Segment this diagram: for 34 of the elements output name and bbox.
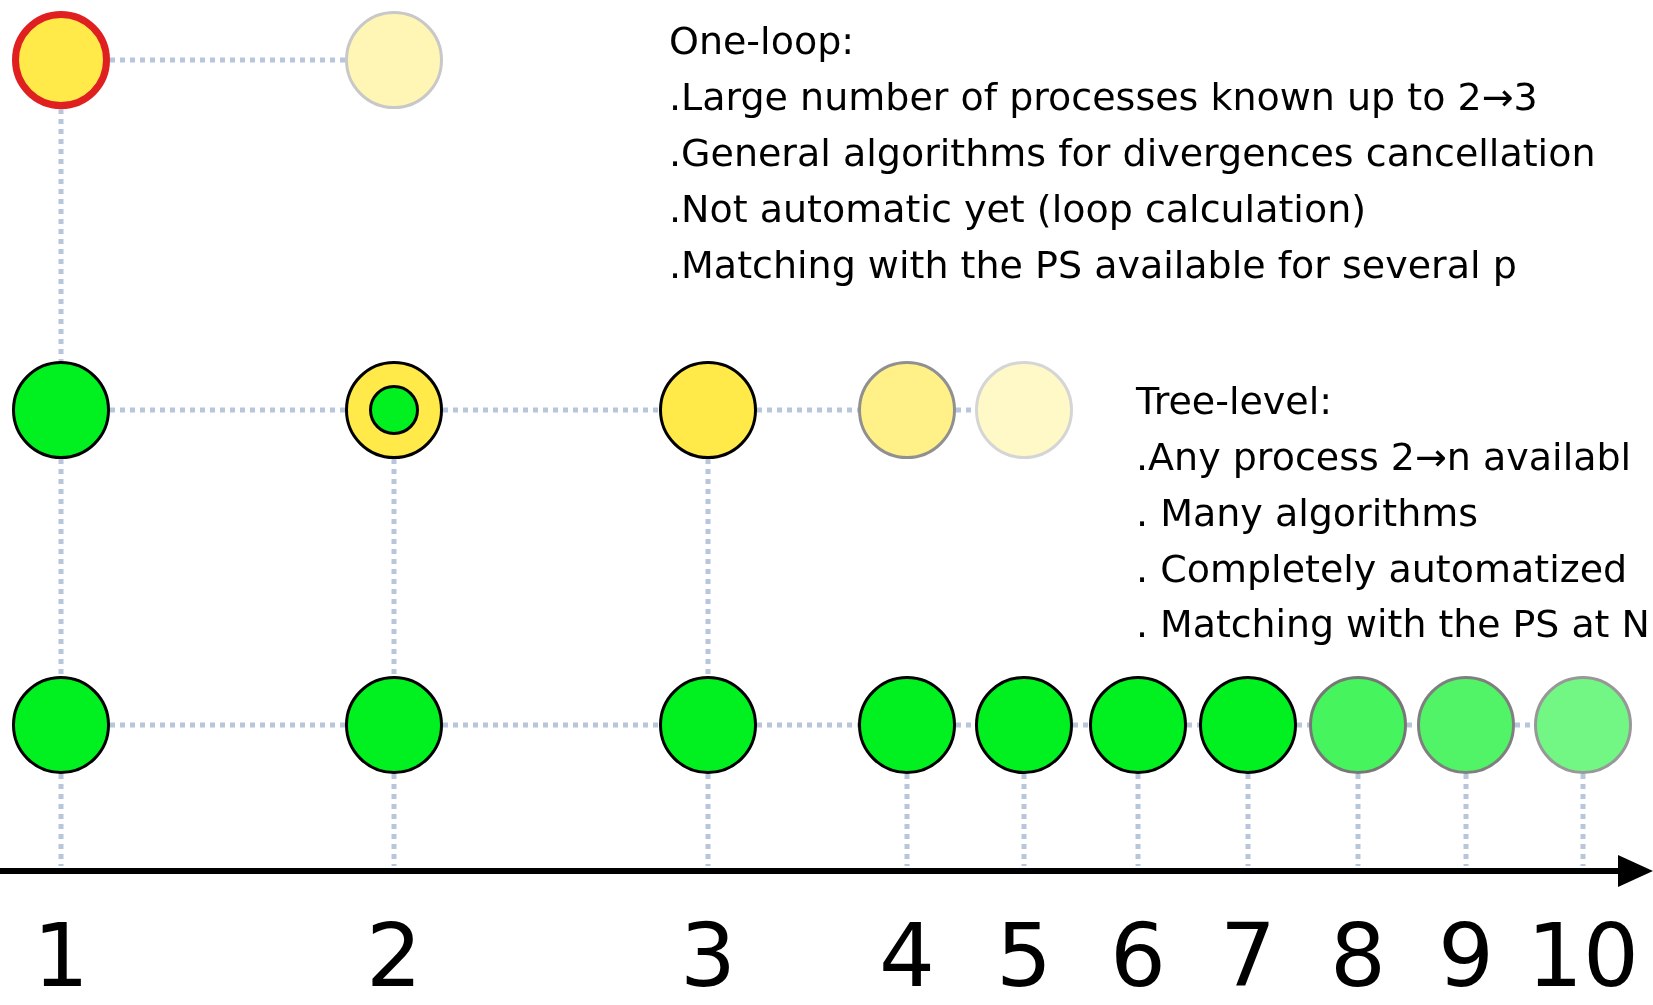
dotted-line — [443, 407, 659, 413]
circle-marker — [369, 385, 419, 435]
bullet-text: .General algorithms for divergences cancellation — [669, 134, 1596, 172]
dotted-line — [110, 722, 345, 728]
dotted-line — [1187, 722, 1199, 728]
dotted-line — [757, 407, 858, 413]
dotted-line — [443, 722, 659, 728]
axis-tick-label: 5 — [996, 912, 1052, 1000]
bullet-text: .Any process 2→n availabl — [1136, 438, 1632, 476]
bullet-text: . Completely automatized — [1136, 550, 1628, 588]
axis-tick-label: 1 — [33, 912, 89, 1000]
axis-tick-label: 2 — [366, 912, 422, 1000]
axis-tick-label: 9 — [1438, 912, 1494, 1000]
axis-tick-label: 8 — [1330, 912, 1386, 1000]
axis-tick-label: 3 — [680, 912, 736, 1000]
axis-tick-label: 6 — [1110, 912, 1166, 1000]
section-heading: Tree-level: — [1136, 382, 1333, 420]
axis-tick-label: 4 — [879, 912, 935, 1000]
bullet-text: . Matching with the PS at N — [1136, 606, 1650, 644]
dotted-line — [1297, 722, 1309, 728]
dotted-line — [1073, 722, 1089, 728]
bullet-text: .Not automatic yet (loop calculation) — [669, 190, 1367, 228]
dotted-line — [58, 459, 64, 676]
dotted-line — [705, 459, 711, 676]
section-heading: One-loop: — [669, 22, 855, 60]
bullet-text: .Large number of processes known up to 2→3 — [669, 78, 1538, 116]
dotted-line — [58, 109, 64, 361]
axis-tick-label: 7 — [1220, 912, 1276, 1000]
dotted-line — [110, 407, 345, 413]
dotted-line — [391, 459, 397, 676]
axis-tick-label: 10 — [1527, 912, 1639, 1000]
dotted-line — [110, 57, 345, 63]
bullet-text: .Matching with the PS available for several p — [669, 246, 1517, 284]
bullet-text: . Many algorithms — [1136, 494, 1479, 532]
